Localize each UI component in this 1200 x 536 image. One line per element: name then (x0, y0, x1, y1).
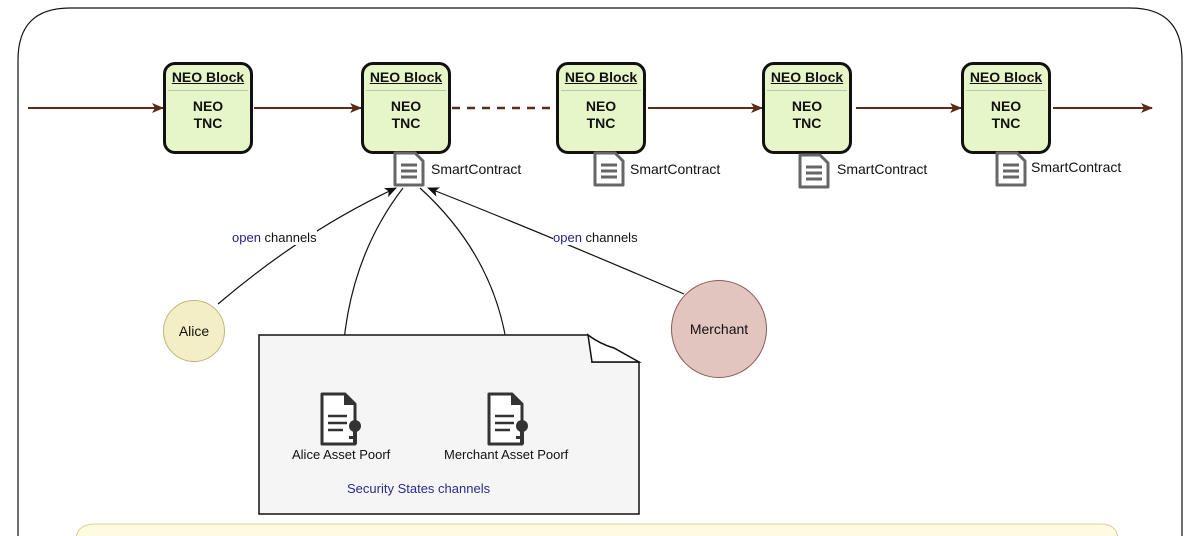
block-line-2: TNC (193, 115, 223, 131)
block-line-2: TNC (792, 115, 822, 131)
document-key-icon (487, 392, 528, 446)
neo-block-5: NEO Block NEO TNC (961, 62, 1051, 154)
block-title: NEO Block (770, 69, 844, 85)
block-line-1: NEO (192, 98, 224, 114)
edge-text: channels (581, 230, 638, 245)
alice-proof-label: Alice Asset Poorf (292, 447, 391, 462)
merchant-to-contract-edge (427, 187, 685, 295)
block-divider (561, 90, 641, 91)
neo-block-3: NEO Block NEO TNC (556, 62, 646, 154)
block-line-2: TNC (991, 115, 1021, 131)
block-divider (366, 90, 446, 91)
note-title: Security States channels (347, 481, 491, 496)
smart-contract-label: SmartContract (1031, 159, 1122, 175)
document-icon (393, 151, 425, 187)
edge-keyword: open (553, 230, 582, 245)
smart-contract-label: SmartContract (431, 161, 522, 177)
block-divider (168, 90, 248, 91)
block-line-2: TNC (391, 115, 421, 131)
merchant-proof-label: Merchant Asset Poorf (444, 447, 569, 462)
block-line-1: NEO (990, 98, 1022, 114)
document-key-icon (320, 392, 361, 446)
neo-block-2: NEO Block NEO TNC (361, 62, 451, 154)
block-divider (966, 90, 1046, 91)
document-icon (995, 151, 1027, 187)
block-line-1: NEO (390, 98, 422, 114)
merchant-label: Merchant (689, 321, 749, 337)
document-icon (593, 151, 625, 187)
document-icon (798, 153, 830, 189)
outer-container (17, 7, 1183, 536)
smart-contract-label: SmartContract (837, 161, 928, 177)
block-divider (767, 90, 847, 91)
footer-note (75, 523, 1119, 536)
block-line-1: NEO (585, 98, 617, 114)
edge-keyword: open (232, 230, 261, 245)
note-fold-icon (586, 333, 642, 363)
alice-to-contract-edge (217, 187, 397, 305)
block-title: NEO Block (564, 69, 638, 85)
merchant-node: Merchant (671, 280, 767, 378)
alice-edge-label: open channels (232, 230, 317, 245)
block-title: NEO Block (171, 69, 245, 85)
alice-label: Alice (178, 323, 210, 339)
edge-text: channels (260, 230, 317, 245)
merchant-edge-label: open channels (553, 230, 638, 245)
block-title: NEO Block (369, 69, 443, 85)
smart-contract-label: SmartContract (630, 161, 721, 177)
alice-node: Alice (163, 300, 225, 362)
block-line-2: TNC (586, 115, 616, 131)
block-line-1: NEO (791, 98, 823, 114)
block-title: NEO Block (969, 69, 1043, 85)
neo-block-1: NEO Block NEO TNC (163, 62, 253, 154)
neo-block-4: NEO Block NEO TNC (762, 62, 852, 154)
